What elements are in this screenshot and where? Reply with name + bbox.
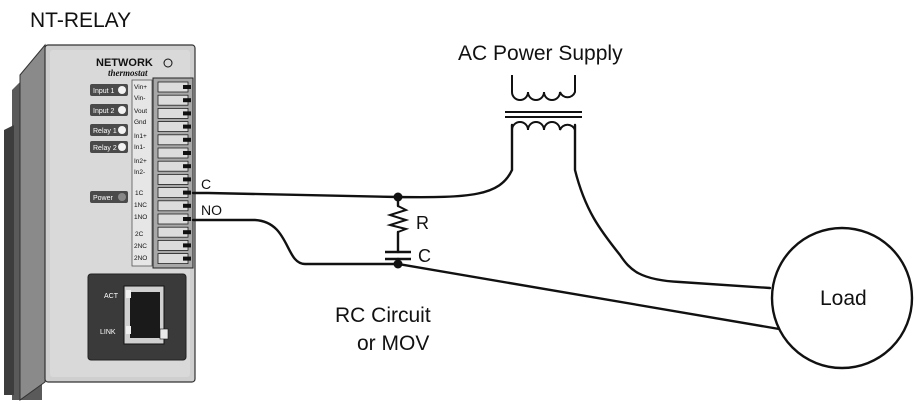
normally-open-wire <box>191 218 787 332</box>
indicator-input1-bg <box>90 84 128 96</box>
indicator-power-bg <box>90 191 128 203</box>
indicator-relay1-bg <box>90 124 128 136</box>
terminal-wire-entry <box>183 151 191 155</box>
terminal-wire-entry <box>183 217 191 221</box>
terminal-label: Vin- <box>134 95 145 102</box>
port-latch <box>159 328 169 340</box>
logo-swirl-icon <box>163 58 173 68</box>
transformer-icon <box>505 75 582 135</box>
terminal-wire-entry <box>183 190 191 195</box>
terminal-wire-entry <box>183 124 191 129</box>
terminal-wire-entry <box>183 98 191 103</box>
indicator-input2-label: Input 2 <box>93 108 115 115</box>
terminal-label: 2C <box>135 231 144 238</box>
relay2-led-icon <box>118 143 126 151</box>
rc-circuit-label-line2: or MOV <box>357 332 429 355</box>
input2-led-icon <box>118 106 126 114</box>
capacitor-label: C <box>418 246 431 266</box>
indicator-input2-bg <box>90 104 128 116</box>
common-wire <box>191 123 514 199</box>
input1-led-icon <box>118 86 126 94</box>
terminal-wire-entry <box>183 137 191 142</box>
terminal-wire-entry <box>183 111 191 116</box>
resistor-icon <box>386 205 410 233</box>
indicator-relay1-label: Relay 1 <box>93 128 117 135</box>
load-label: Load <box>820 287 867 310</box>
terminal-wire-entry <box>183 243 191 248</box>
rc-circuit-label: RC Circuit <box>335 304 431 327</box>
terminal-label: Vout <box>134 108 147 115</box>
terminal-label: In1+ <box>134 133 147 140</box>
link-label: LINK <box>100 329 116 336</box>
primary-coil <box>511 75 576 101</box>
terminal-label: 1NO <box>134 214 147 221</box>
terminal-wire-entry <box>183 230 191 235</box>
terminal-label: In2+ <box>134 158 147 165</box>
no-wire-label: NO <box>201 202 222 218</box>
act-label: ACT <box>104 293 119 300</box>
terminal-label-strip <box>131 79 153 267</box>
device-title: NT-RELAY <box>30 9 131 32</box>
power-led-icon <box>118 193 126 201</box>
terminal-label: In2- <box>134 169 145 176</box>
relay1-led-icon <box>118 126 126 134</box>
c-wire-label: C <box>201 176 211 192</box>
junction-dot-bottom <box>393 259 403 269</box>
junction-dot-top <box>393 192 403 202</box>
supply-label: AC Power Supply <box>458 42 623 65</box>
indicator-panel: Input 1 Input 2 Relay 1 Relay 2 Power <box>90 84 128 203</box>
terminal-label: In1- <box>134 144 145 151</box>
act-led-icon <box>126 290 131 298</box>
terminal-labels: Vin+ Vin- Vout Gnd In1+ In1- In2+ In2- 1… <box>134 84 147 262</box>
terminal-label: Vin+ <box>134 84 147 91</box>
brand-logo: NETWORK thermostat <box>96 57 173 78</box>
load-circle <box>770 226 914 370</box>
terminal-label: Gnd <box>134 119 147 126</box>
link-led-icon <box>126 326 131 334</box>
secondary-coil <box>511 121 576 135</box>
terminal-screws <box>157 81 191 265</box>
device-side <box>19 43 46 401</box>
terminal-wire-entry <box>183 256 191 261</box>
supply-to-load-wire <box>573 123 772 290</box>
terminal-wire-entry <box>183 177 191 182</box>
terminal-wire-entry <box>183 85 191 89</box>
wiring <box>191 123 787 332</box>
ethernet-jack-icon <box>130 292 160 338</box>
indicator-relay2-bg <box>90 141 128 153</box>
resistor-label: R <box>416 213 429 233</box>
terminal-label: 2NO <box>134 255 147 262</box>
terminal-label: 2NC <box>134 243 147 250</box>
terminal-label: 1C <box>135 190 144 197</box>
nt-relay-device: NETWORK thermostat Input 1 Input 2 Relay… <box>4 43 196 401</box>
brand-network: NETWORK <box>96 57 153 69</box>
indicator-input1-label: Input 1 <box>93 88 115 95</box>
brand-thermostat: thermostat <box>108 68 148 78</box>
terminal-wire-entry <box>183 203 191 208</box>
indicator-relay2-label: Relay 2 <box>93 145 117 152</box>
indicator-power-label: Power <box>93 195 114 202</box>
terminal-label: 1NC <box>134 202 147 209</box>
terminal-block <box>152 77 194 269</box>
din-clip <box>4 125 14 395</box>
terminal-wire-entry <box>183 164 191 169</box>
